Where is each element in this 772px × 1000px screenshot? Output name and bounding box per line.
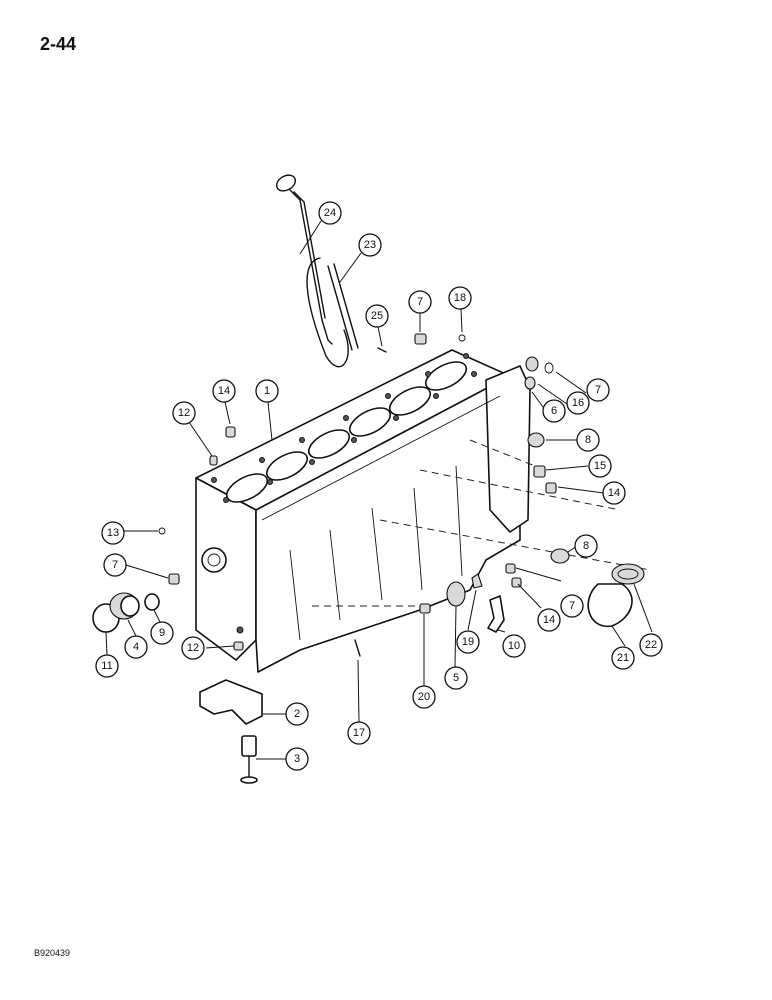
callout-11: 11 bbox=[95, 654, 119, 678]
svg-text:18: 18 bbox=[454, 292, 466, 304]
svg-text:9: 9 bbox=[159, 627, 165, 639]
svg-text:12: 12 bbox=[187, 642, 199, 654]
callout-18: 18 bbox=[448, 286, 472, 310]
reference-lines bbox=[312, 439, 651, 607]
svg-text:22: 22 bbox=[645, 639, 657, 651]
svg-text:19: 19 bbox=[462, 636, 474, 648]
svg-text:23: 23 bbox=[364, 239, 376, 251]
callout-8: 8 bbox=[576, 428, 600, 452]
figure-code: B920439 bbox=[34, 948, 71, 958]
callout-21: 21 bbox=[611, 646, 635, 670]
callout-4: 4 bbox=[124, 635, 148, 659]
callout-5: 5 bbox=[444, 666, 468, 690]
parts bbox=[92, 333, 645, 784]
callout-10: 10 bbox=[502, 634, 526, 658]
callout-14: 14 bbox=[212, 379, 236, 403]
leader-lines bbox=[105, 220, 653, 760]
svg-text:10: 10 bbox=[508, 640, 520, 652]
cylinder-block bbox=[195, 349, 531, 673]
callout-7: 7 bbox=[560, 594, 584, 618]
callout-14: 14 bbox=[602, 481, 626, 505]
callout-17: 17 bbox=[347, 721, 371, 745]
callout-15: 15 bbox=[588, 454, 612, 478]
callout-6: 6 bbox=[542, 399, 566, 423]
svg-text:7: 7 bbox=[595, 384, 601, 396]
callout-1: 1 bbox=[255, 379, 279, 403]
svg-text:7: 7 bbox=[112, 559, 118, 571]
svg-text:7: 7 bbox=[569, 600, 575, 612]
callout-20: 20 bbox=[412, 685, 436, 709]
dipstick-tube bbox=[306, 257, 359, 368]
svg-text:14: 14 bbox=[543, 614, 555, 626]
callout-13: 13 bbox=[101, 521, 125, 545]
callout-7: 7 bbox=[103, 553, 127, 577]
svg-text:8: 8 bbox=[583, 540, 589, 552]
callout-14: 14 bbox=[537, 608, 561, 632]
svg-text:17: 17 bbox=[353, 727, 365, 739]
svg-text:12: 12 bbox=[178, 407, 190, 419]
svg-text:13: 13 bbox=[107, 527, 119, 539]
callout-3: 3 bbox=[285, 747, 309, 771]
callout-16: 16 bbox=[566, 391, 590, 415]
svg-text:14: 14 bbox=[608, 487, 620, 499]
callout-12: 12 bbox=[172, 401, 196, 425]
svg-text:3: 3 bbox=[294, 753, 300, 765]
svg-text:2: 2 bbox=[294, 708, 300, 720]
dipstick bbox=[275, 174, 333, 345]
svg-text:14: 14 bbox=[218, 385, 230, 397]
svg-text:11: 11 bbox=[101, 660, 112, 672]
svg-text:8: 8 bbox=[585, 434, 591, 446]
callout-22: 22 bbox=[639, 633, 663, 657]
svg-text:21: 21 bbox=[617, 652, 629, 664]
svg-text:15: 15 bbox=[594, 460, 606, 472]
callout-2: 2 bbox=[285, 702, 309, 726]
svg-text:7: 7 bbox=[417, 296, 423, 308]
callout-9: 9 bbox=[150, 621, 174, 645]
callout-19: 19 bbox=[456, 630, 480, 654]
page-number: 2-44 bbox=[40, 34, 77, 54]
callout-25: 25 bbox=[365, 304, 389, 328]
callout-7: 7 bbox=[408, 290, 432, 314]
svg-text:16: 16 bbox=[572, 397, 584, 409]
callout-12: 12 bbox=[181, 636, 205, 660]
callout-8: 8 bbox=[574, 534, 598, 558]
svg-text:5: 5 bbox=[453, 672, 459, 684]
svg-text:1: 1 bbox=[264, 385, 270, 397]
svg-text:4: 4 bbox=[133, 641, 139, 653]
svg-text:24: 24 bbox=[324, 207, 336, 219]
callout-23: 23 bbox=[358, 233, 382, 257]
svg-text:20: 20 bbox=[418, 691, 430, 703]
svg-text:6: 6 bbox=[551, 405, 557, 417]
callout-7: 7 bbox=[586, 378, 610, 402]
svg-text:25: 25 bbox=[371, 310, 383, 322]
callout-24: 24 bbox=[318, 201, 342, 225]
